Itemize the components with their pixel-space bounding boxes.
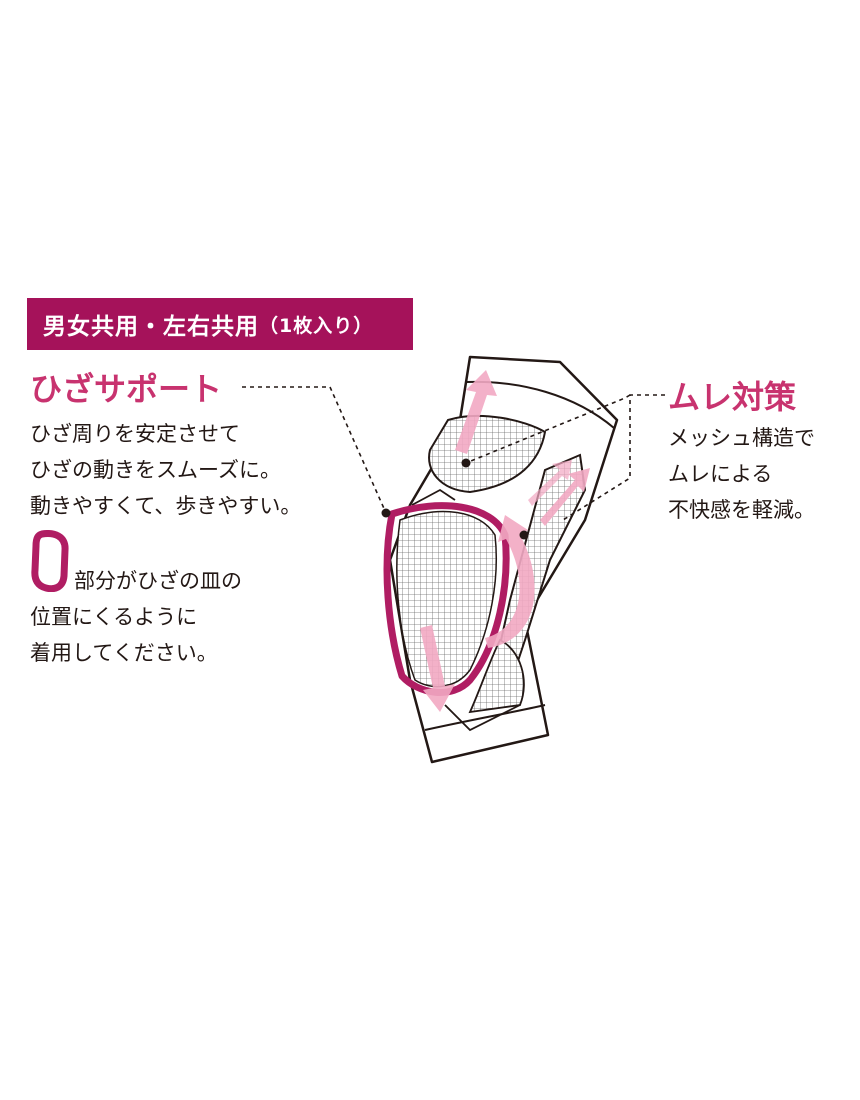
knee-support-line-1: ひざ周りを安定させて [30,422,240,446]
up-arrow-icon [455,370,497,454]
placement-line-1: 部分がひざの皿の [74,569,242,593]
knee-support-description: ひざ周りを安定させて ひざの動きをスムーズに。 動きやすくて、歩きやすい。 [30,416,301,524]
knee-support-line-3: 動きやすくて、歩きやすい。 [30,494,302,518]
kneecap-pad [383,502,510,696]
anti-humidity-description: メッシュ構造で ムレによる 不快感を軽減。 [668,420,815,528]
knee-support-heading: ひざサポート [30,370,223,408]
placement-instructions: 部分がひざの皿の 位置にくるように 着用してください。 [30,563,242,671]
motion-arrows [420,370,590,712]
leader-lines [242,386,665,521]
placement-line-3: 着用してください。 [30,641,218,665]
anti-humidity-line-1: メッシュ構造で [668,426,815,450]
airflow-arrow-icon [540,468,590,526]
humidity-leader-upper [465,394,631,464]
placement-line-2: 位置にくるように [30,605,198,629]
kneecap-outline-icon [31,530,69,592]
anti-humidity-line-2: ムレによる [668,462,773,486]
banner-main-text: 男女共用・左右共用 [43,314,259,340]
usage-banner: 男女共用・左右共用（1枚入り） [27,298,413,350]
curve-arrow-icon [485,515,535,648]
knee-support-line-2: ひざの動きをスムーズに。 [30,458,281,482]
down-arrow-icon [420,625,455,712]
leader-dots [381,458,529,540]
humidity-leader-lower [562,394,665,521]
anti-humidity-line-3: 不快感を軽減。 [668,498,815,522]
anti-humidity-heading: ムレ対策 [668,378,797,416]
knee-support-leader [242,386,387,514]
banner-sub-text: （1枚入り） [259,314,374,337]
